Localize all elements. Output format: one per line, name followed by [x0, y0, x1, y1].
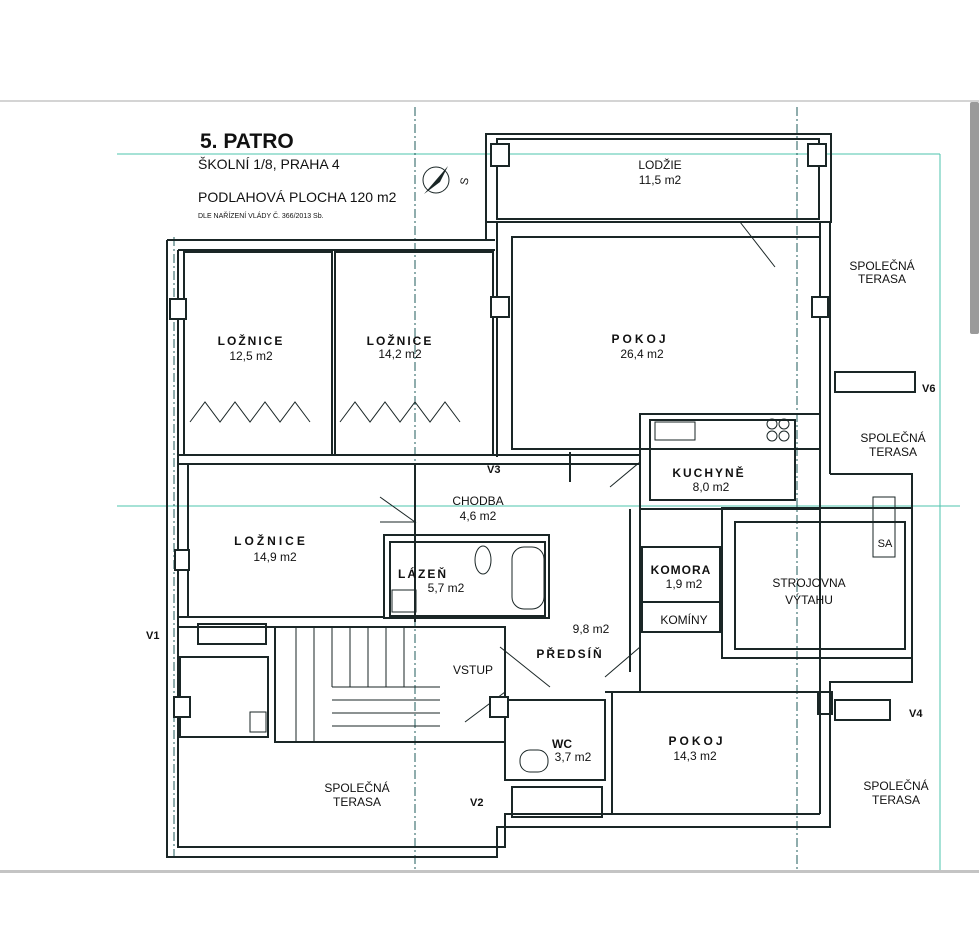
room-lodzie-area: 11,5 m2: [639, 173, 682, 187]
door-swings: [189, 221, 776, 723]
room-loznice1-name: LOŽNICE: [218, 333, 285, 348]
room-loznice3-name: LOŽNICE: [234, 533, 308, 548]
room-komora-name: KOMORA: [651, 563, 712, 577]
room-lazen-area: 5,7 m2: [428, 581, 465, 595]
room-loznice2-area: 14,2 m2: [378, 347, 422, 361]
marker-v2: V2: [470, 797, 483, 809]
room-predsin-name: PŘEDSÍŇ: [536, 646, 603, 661]
columns: [169, 143, 829, 718]
room-kominy-name: KOMÍNY: [660, 612, 707, 627]
terrace-e-line1: SPOLEČNÁ: [860, 430, 925, 445]
compass-rose: [422, 166, 450, 194]
room-strojovna-name-2: VÝTAHU: [785, 592, 833, 607]
room-kuchyne-area: 8,0 m2: [693, 480, 730, 494]
room-chodba-name: CHODBA: [452, 494, 503, 508]
page-title: 5. PATRO: [200, 130, 294, 153]
terrace-ne-line2: TERASA: [858, 272, 906, 286]
room-sa-name: SA: [878, 538, 893, 550]
room-wc-name: WC: [552, 737, 572, 751]
guide-lines: [117, 153, 960, 870]
compass-letter: S: [459, 177, 472, 186]
floor-plan-sheet: S 5. PATRO ŠKOLNÍ 1/8, PRAHA 4 PODLAHOVÁ…: [0, 100, 979, 873]
marker-v3: V3: [487, 464, 500, 476]
room-strojovna-name-1: STROJOVNA: [772, 576, 845, 590]
room-kuchyne-name: KUCHYNĚ: [672, 465, 745, 480]
room-wc-area: 3,7 m2: [555, 750, 592, 764]
marker-v1: V1: [146, 630, 159, 642]
terrace-s-line1: SPOLEČNÁ: [324, 780, 389, 795]
room-loznice2-name: LOŽNICE: [367, 333, 434, 348]
floor-plan: S 5. PATRO ŠKOLNÍ 1/8, PRAHA 4 PODLAHOVÁ…: [117, 107, 960, 870]
walls: [166, 133, 916, 858]
room-pokoj1-name: POKOJ: [611, 332, 668, 346]
marker-v6: V6: [922, 383, 935, 395]
floor-area-label: PODLAHOVÁ PLOCHA 120 m2: [198, 189, 397, 205]
room-loznice3-area: 14,9 m2: [253, 550, 297, 564]
room-lazen-name: LÁZEŇ: [398, 566, 448, 581]
terrace-e-line2: TERASA: [869, 445, 917, 459]
room-komora-area: 1,9 m2: [666, 577, 703, 591]
scrollbar[interactable]: [970, 102, 979, 334]
room-pokoj1-area: 26,4 m2: [620, 347, 664, 361]
address-label: ŠKOLNÍ 1/8, PRAHA 4: [198, 156, 340, 172]
regulation-note: DLE NAŘÍZENÍ VLÁDY Č. 366/2013 Sb.: [198, 211, 324, 220]
room-vstup-name: VSTUP: [453, 663, 493, 677]
room-loznice1-area: 12,5 m2: [229, 349, 273, 363]
terrace-se-line2: TERASA: [872, 793, 920, 807]
room-lodzie-name: LODŽIE: [638, 157, 681, 172]
terrace-se-line1: SPOLEČNÁ: [863, 778, 928, 793]
room-predsin-area: 9,8 m2: [573, 622, 610, 636]
marker-v4: V4: [909, 708, 923, 720]
room-pokoj2-name: POKOJ: [668, 734, 725, 748]
room-chodba-area: 4,6 m2: [460, 509, 497, 523]
terrace-ne-line1: SPOLEČNÁ: [849, 258, 914, 273]
fixtures: [249, 418, 896, 773]
terrace-s-line2: TERASA: [333, 795, 381, 809]
room-pokoj2-area: 14,3 m2: [673, 749, 717, 763]
